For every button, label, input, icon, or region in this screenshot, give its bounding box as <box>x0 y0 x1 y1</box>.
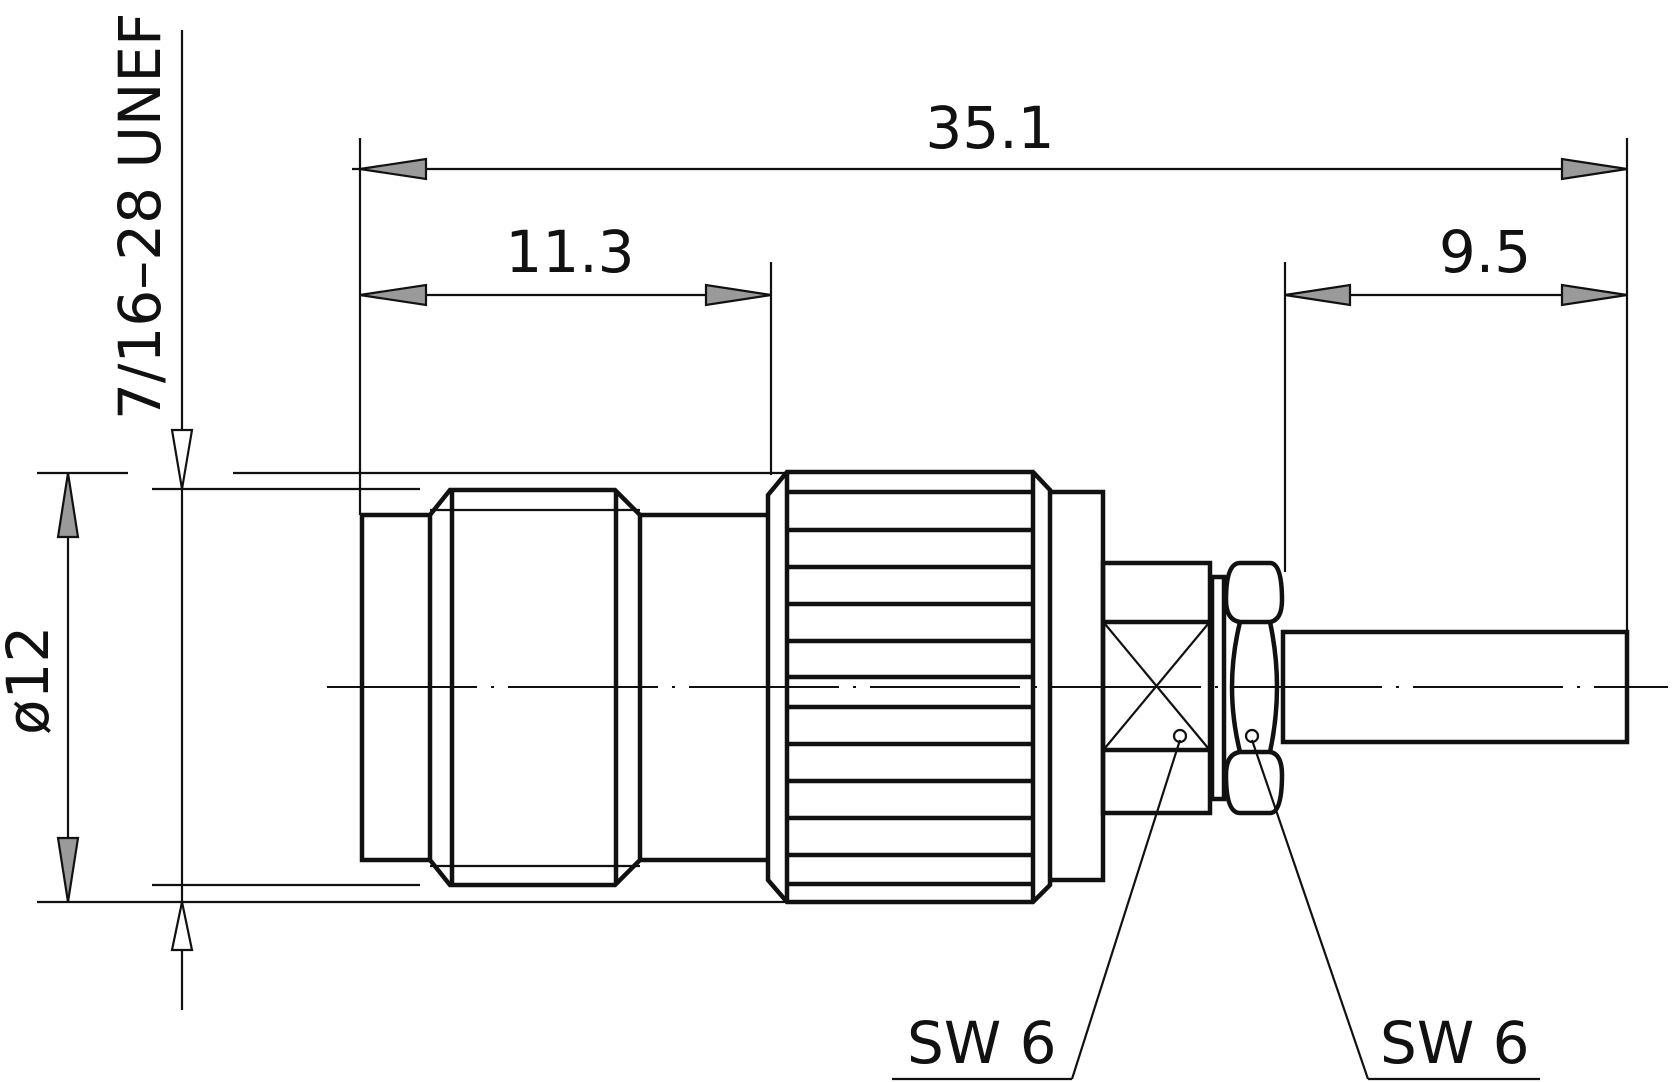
arrow-down-icon <box>170 428 194 490</box>
arrow-down-icon <box>56 836 80 903</box>
front-section-label: 11.3 <box>505 218 634 286</box>
arrow-left-icon <box>1284 283 1352 307</box>
arrow-up-icon <box>56 472 80 539</box>
leader-sw6-right: SW 6 <box>1250 739 1540 1081</box>
arrow-right-icon <box>1560 283 1628 307</box>
diameter-label: ø12 <box>0 626 62 735</box>
washer <box>1209 574 1227 802</box>
rear-section-label: 9.5 <box>1439 218 1531 286</box>
arrow-right-icon <box>1560 157 1628 181</box>
arrow-left-icon <box>359 157 428 181</box>
arrow-up-icon <box>170 901 194 952</box>
leader-sw6-left: SW 6 <box>892 739 1182 1081</box>
arrow-left-icon <box>359 283 428 307</box>
wrench-size-left-label: SW 6 <box>907 1009 1057 1077</box>
extension-lines <box>37 471 790 904</box>
dimension-rear-section: 9.5 <box>1283 218 1628 572</box>
arrow-right-icon <box>704 283 772 307</box>
thread-spec-label: 7/16–28 UNEF <box>106 13 174 420</box>
dimension-front-section: 11.3 <box>359 218 773 475</box>
dimension-overall-length: 35.1 <box>352 94 1629 640</box>
overall-length-label: 35.1 <box>925 94 1054 162</box>
dimension-thread: 7/16–28 UNEF <box>106 13 194 1010</box>
knurled-nut <box>765 469 1053 905</box>
wrench-size-right-label: SW 6 <box>1380 1009 1530 1077</box>
dimension-diameter: ø12 <box>0 472 80 903</box>
